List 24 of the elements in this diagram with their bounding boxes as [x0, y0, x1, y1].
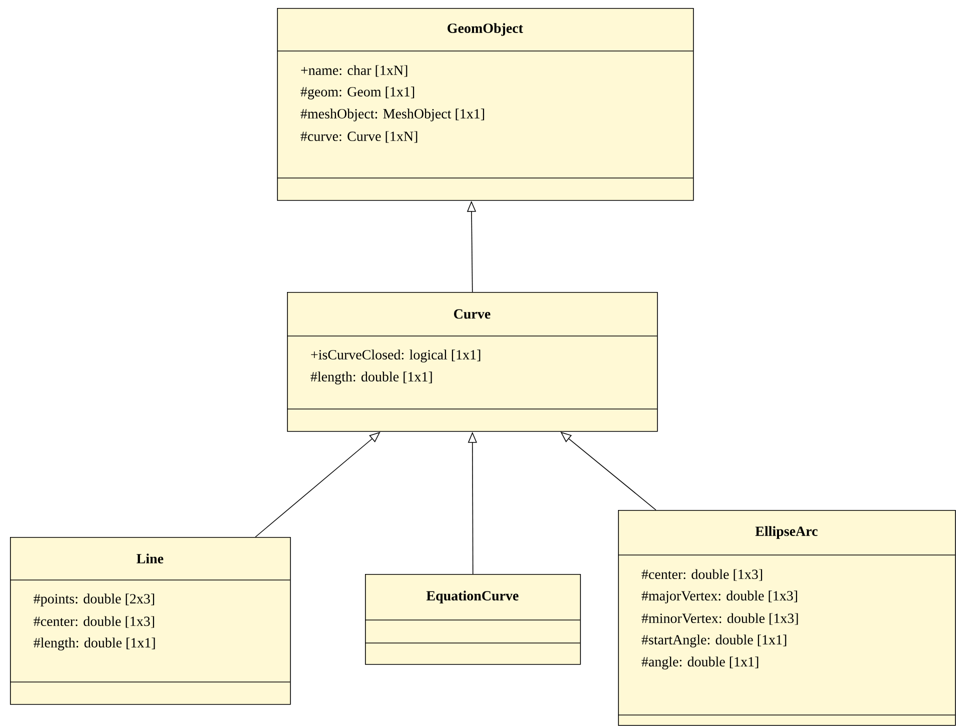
class-name: GeomObject: [448, 23, 524, 36]
class-box: [276, 8, 694, 201]
attribute: #center: double [1x3]: [642, 569, 762, 581]
attribute: #meshObject: MeshObject [1x1]: [300, 108, 484, 122]
attribute: #geom: Geom [1x1]: [300, 86, 414, 100]
attribute: #length: double [1x1]: [34, 638, 155, 650]
attribute: #minorVertex: double [1x3]: [642, 613, 798, 625]
class-box: [618, 510, 956, 726]
attribute: #points: double [2x3]: [34, 594, 154, 606]
attribute: #angle: double [1x1]: [642, 656, 758, 670]
attribute: #startAngle: double [1x1]: [642, 634, 786, 648]
attribute: +isCurveClosed: logical [1x1]: [311, 350, 480, 362]
class-box: [286, 292, 658, 432]
class-name: EllipseArc: [755, 526, 818, 539]
class-box: [10, 537, 291, 705]
class-box: [364, 574, 581, 665]
attribute: #length: double [1x1]: [310, 372, 432, 384]
class-name: Curve: [454, 309, 490, 319]
attribute: #curve: Curve [1xN]: [300, 131, 418, 143]
class-name: EquationCurve: [426, 590, 518, 604]
attribute: #majorVertex: double [1x3]: [642, 590, 798, 604]
attribute: #center: double [1x3]: [34, 616, 154, 628]
attribute: +name: char [1xN]: [301, 65, 408, 77]
class-name: Line: [136, 554, 164, 564]
